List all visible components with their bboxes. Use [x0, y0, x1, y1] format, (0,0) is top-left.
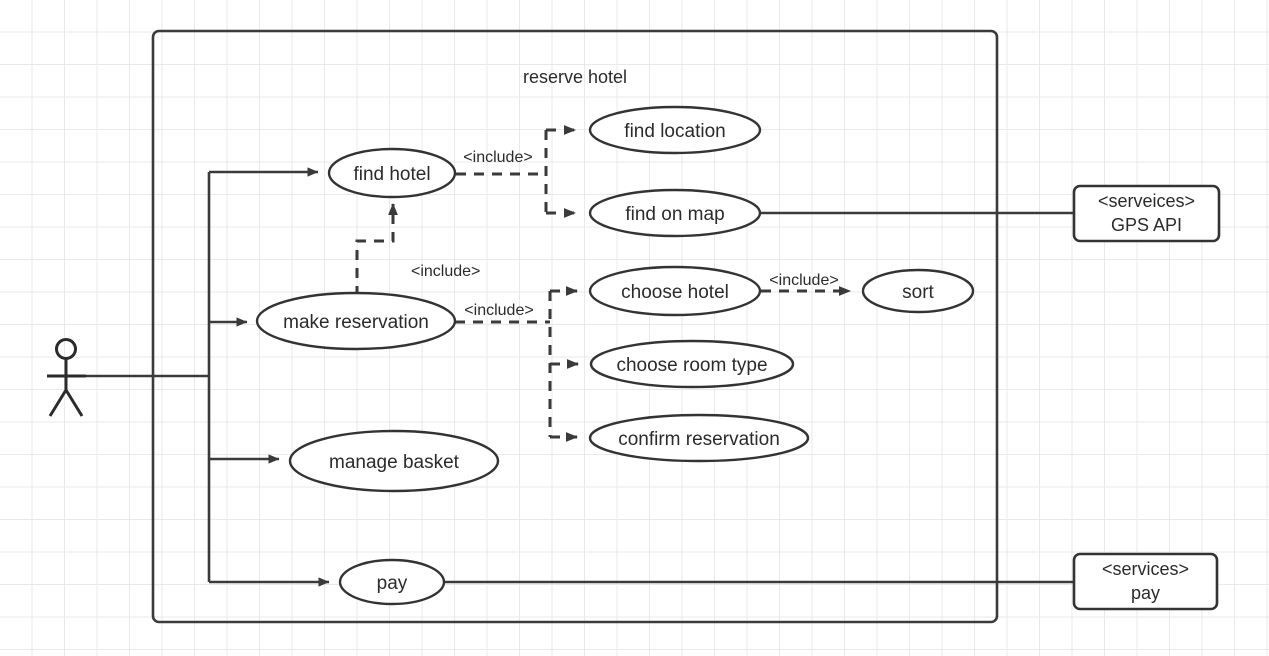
include-make-reservation-to-find-hotel: [355, 203, 398, 296]
system-boundary-title: reserve hotel: [523, 67, 627, 87]
use-case-label: find hotel: [353, 164, 430, 185]
actor-leg-right: [64, 389, 84, 417]
use-case-label: manage basket: [329, 452, 460, 473]
use-case-ellipse: [338, 558, 446, 606]
actor-leg-left: [48, 389, 68, 417]
use-case-label: confirm reservation: [618, 429, 780, 450]
external-node-box: [1072, 552, 1219, 611]
use-case-ellipse: [588, 413, 810, 463]
use-case-make-reservation[interactable]: make reservation: [255, 291, 457, 351]
use-case-label: find location: [624, 121, 725, 142]
external-node-gps-api[interactable]: <serveices> GPS API: [1072, 184, 1221, 243]
include-label-make-reservation: <include>: [464, 302, 533, 319]
use-case-ellipse: [589, 339, 795, 389]
use-case-label: pay: [377, 573, 408, 594]
use-case-ellipse: [288, 429, 500, 493]
use-case-label: make reservation: [283, 312, 429, 333]
use-case-label: sort: [902, 282, 934, 303]
use-case-choose-room-type[interactable]: choose room type: [589, 339, 795, 389]
system-boundary: [151, 29, 999, 624]
use-case-find-on-map[interactable]: find on map: [588, 188, 762, 238]
external-node-box: [1072, 184, 1221, 243]
include-label-choose-hotel: <include>: [769, 272, 838, 289]
include-up-path: [355, 203, 398, 296]
include-label-make-to-find-hotel: <include>: [411, 263, 480, 280]
external-node-stereotype: <serveices>: [1098, 191, 1195, 211]
external-node-services-pay[interactable]: <services> pay: [1072, 552, 1219, 611]
include-make-reservation-branch: [455, 286, 579, 442]
include-find-hotel-branch: [456, 125, 576, 218]
use-case-label: choose room type: [616, 355, 767, 376]
actor-head: [55, 338, 77, 360]
use-case-ellipse: [588, 105, 762, 155]
use-case-ellipse: [588, 265, 762, 317]
use-case-label: choose hotel: [621, 282, 729, 303]
use-case-ellipse: [861, 268, 975, 314]
use-case-ellipse: [327, 147, 457, 199]
use-case-find-location[interactable]: find location: [588, 105, 762, 155]
use-case-choose-hotel[interactable]: choose hotel: [588, 265, 762, 317]
actor-association-tree: [86, 167, 330, 587]
use-case-label: find on map: [625, 204, 724, 225]
use-case-manage-basket[interactable]: manage basket: [288, 429, 500, 493]
use-case-ellipse: [588, 188, 762, 238]
use-case-ellipse: [255, 291, 457, 351]
external-node-name: pay: [1131, 583, 1160, 603]
use-case-pay[interactable]: pay: [338, 558, 446, 606]
external-node-name: GPS API: [1111, 215, 1182, 235]
use-case-find-hotel[interactable]: find hotel: [327, 147, 457, 199]
include-label-find-hotel: <include>: [463, 149, 532, 166]
external-node-stereotype: <services>: [1102, 559, 1189, 579]
use-case-sort[interactable]: sort: [861, 268, 975, 314]
use-case-confirm-reservation[interactable]: confirm reservation: [588, 413, 810, 463]
actor[interactable]: [47, 338, 86, 417]
